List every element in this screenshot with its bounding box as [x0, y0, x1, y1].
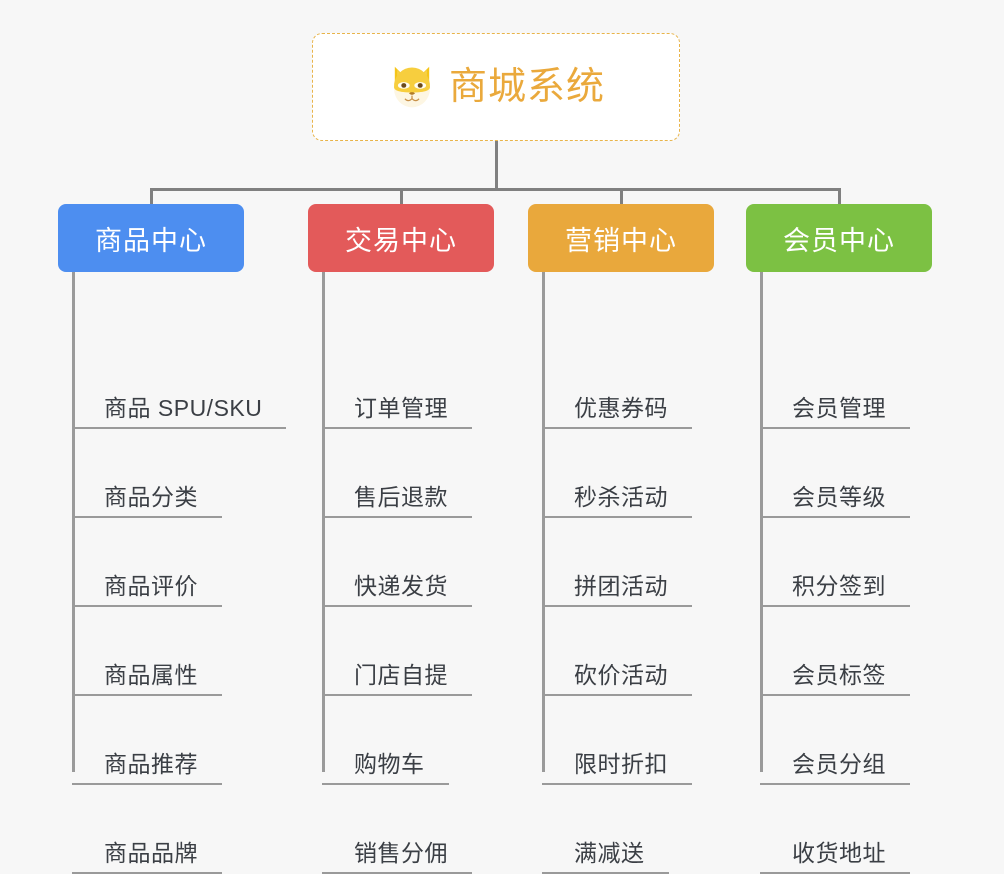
- connector-drop-4: [838, 188, 841, 206]
- connector-drop-2: [400, 188, 403, 206]
- leaf-label: 积分签到: [792, 572, 886, 599]
- leaf-label: 门店自提: [354, 661, 448, 688]
- column-product-center: 商品中心 商品 SPU/SKU 商品分类 商品评价 商品属性 商品推荐 商品品牌: [58, 204, 287, 874]
- list-item[interactable]: 购物车: [308, 696, 528, 785]
- leaf-label: 拼团活动: [574, 572, 668, 599]
- root-node-mall-system[interactable]: 商城系统: [312, 33, 680, 141]
- column-trunk: [760, 272, 763, 772]
- leaf-label: 会员标签: [792, 661, 886, 688]
- list-item[interactable]: 销售分佣: [308, 785, 528, 874]
- shiba-dog-face-icon: [394, 66, 430, 108]
- category-header-label: 营销中心: [565, 225, 677, 256]
- connector-drop-1: [150, 188, 153, 206]
- leaf-label: 限时折扣: [574, 750, 668, 777]
- list-item[interactable]: 会员分组: [746, 696, 966, 785]
- category-header-trade-center[interactable]: 交易中心: [308, 204, 494, 272]
- leaf-label: 收货地址: [792, 839, 886, 866]
- list-item[interactable]: 商品属性: [58, 607, 278, 696]
- org-chart: 商城系统 商品中心 商品 SPU/SKU 商品分类 商品评价 商品属性 商品推荐…: [58, 33, 966, 874]
- leaf-list: 商品 SPU/SKU 商品分类 商品评价 商品属性 商品推荐 商品品牌: [58, 340, 287, 874]
- leaf-label: 商品评价: [104, 572, 198, 599]
- list-item[interactable]: 满减送: [528, 785, 748, 874]
- leaf-list: 订单管理 售后退款 快递发货 门店自提 购物车 销售分佣: [308, 340, 528, 874]
- list-item[interactable]: 商品 SPU/SKU: [58, 340, 287, 429]
- list-item[interactable]: 会员标签: [746, 607, 966, 696]
- category-header-label: 交易中心: [345, 225, 457, 256]
- column-trunk: [322, 272, 325, 772]
- leaf-label: 优惠券码: [574, 394, 668, 421]
- category-header-label: 会员中心: [783, 225, 895, 256]
- leaf-label: 会员等级: [792, 483, 886, 510]
- list-item[interactable]: 优惠券码: [528, 340, 748, 429]
- leaf-list: 优惠券码 秒杀活动 拼团活动 砍价活动 限时折扣 满减送: [528, 340, 748, 874]
- column-trade-center: 交易中心 订单管理 售后退款 快递发货 门店自提 购物车 销售分佣: [308, 204, 528, 874]
- column-member-center: 会员中心 会员管理 会员等级 积分签到 会员标签 会员分组 收货地址: [746, 204, 966, 874]
- leaf-label: 商品 SPU/SKU: [104, 394, 263, 421]
- connector-horizontal-bus: [150, 188, 841, 191]
- leaf-label: 秒杀活动: [574, 483, 668, 510]
- column-trunk: [542, 272, 545, 772]
- leaf-label: 商品属性: [104, 661, 198, 688]
- root-node-title: 商城系统: [448, 66, 605, 108]
- leaf-label: 砍价活动: [574, 661, 668, 688]
- connector-drop-3: [620, 188, 623, 206]
- category-header-product-center[interactable]: 商品中心: [58, 204, 244, 272]
- list-item[interactable]: 拼团活动: [528, 518, 748, 607]
- list-item[interactable]: 售后退款: [308, 429, 528, 518]
- list-item[interactable]: 商品分类: [58, 429, 278, 518]
- list-item[interactable]: 商品评价: [58, 518, 278, 607]
- column-marketing-center: 营销中心 优惠券码 秒杀活动 拼团活动 砍价活动 限时折扣 满减送: [528, 204, 748, 874]
- list-item[interactable]: 秒杀活动: [528, 429, 748, 518]
- category-header-label: 商品中心: [95, 225, 207, 256]
- leaf-label: 售后退款: [354, 483, 448, 510]
- category-header-member-center[interactable]: 会员中心: [746, 204, 932, 272]
- list-item[interactable]: 限时折扣: [528, 696, 748, 785]
- leaf-label: 会员管理: [792, 394, 886, 421]
- connector-root-stem: [495, 141, 498, 188]
- leaf-label: 购物车: [354, 750, 425, 777]
- column-trunk: [72, 272, 75, 772]
- leaf-label: 满减送: [574, 839, 645, 866]
- list-item[interactable]: 收货地址: [746, 785, 966, 874]
- leaf-label: 会员分组: [792, 750, 886, 777]
- leaf-label: 商品品牌: [104, 839, 198, 866]
- list-item[interactable]: 订单管理: [308, 340, 528, 429]
- list-item[interactable]: 商品推荐: [58, 696, 278, 785]
- category-header-marketing-center[interactable]: 营销中心: [528, 204, 714, 272]
- list-item[interactable]: 会员管理: [746, 340, 966, 429]
- list-item[interactable]: 会员等级: [746, 429, 966, 518]
- leaf-label: 销售分佣: [354, 839, 448, 866]
- leaf-label: 商品分类: [104, 483, 198, 510]
- list-item[interactable]: 砍价活动: [528, 607, 748, 696]
- list-item[interactable]: 快递发货: [308, 518, 528, 607]
- list-item[interactable]: 积分签到: [746, 518, 966, 607]
- list-item[interactable]: 商品品牌: [58, 785, 278, 874]
- leaf-label: 快递发货: [354, 572, 448, 599]
- leaf-label: 订单管理: [354, 394, 448, 421]
- list-item[interactable]: 门店自提: [308, 607, 528, 696]
- leaf-list: 会员管理 会员等级 积分签到 会员标签 会员分组 收货地址: [746, 340, 966, 874]
- leaf-label: 商品推荐: [104, 750, 198, 777]
